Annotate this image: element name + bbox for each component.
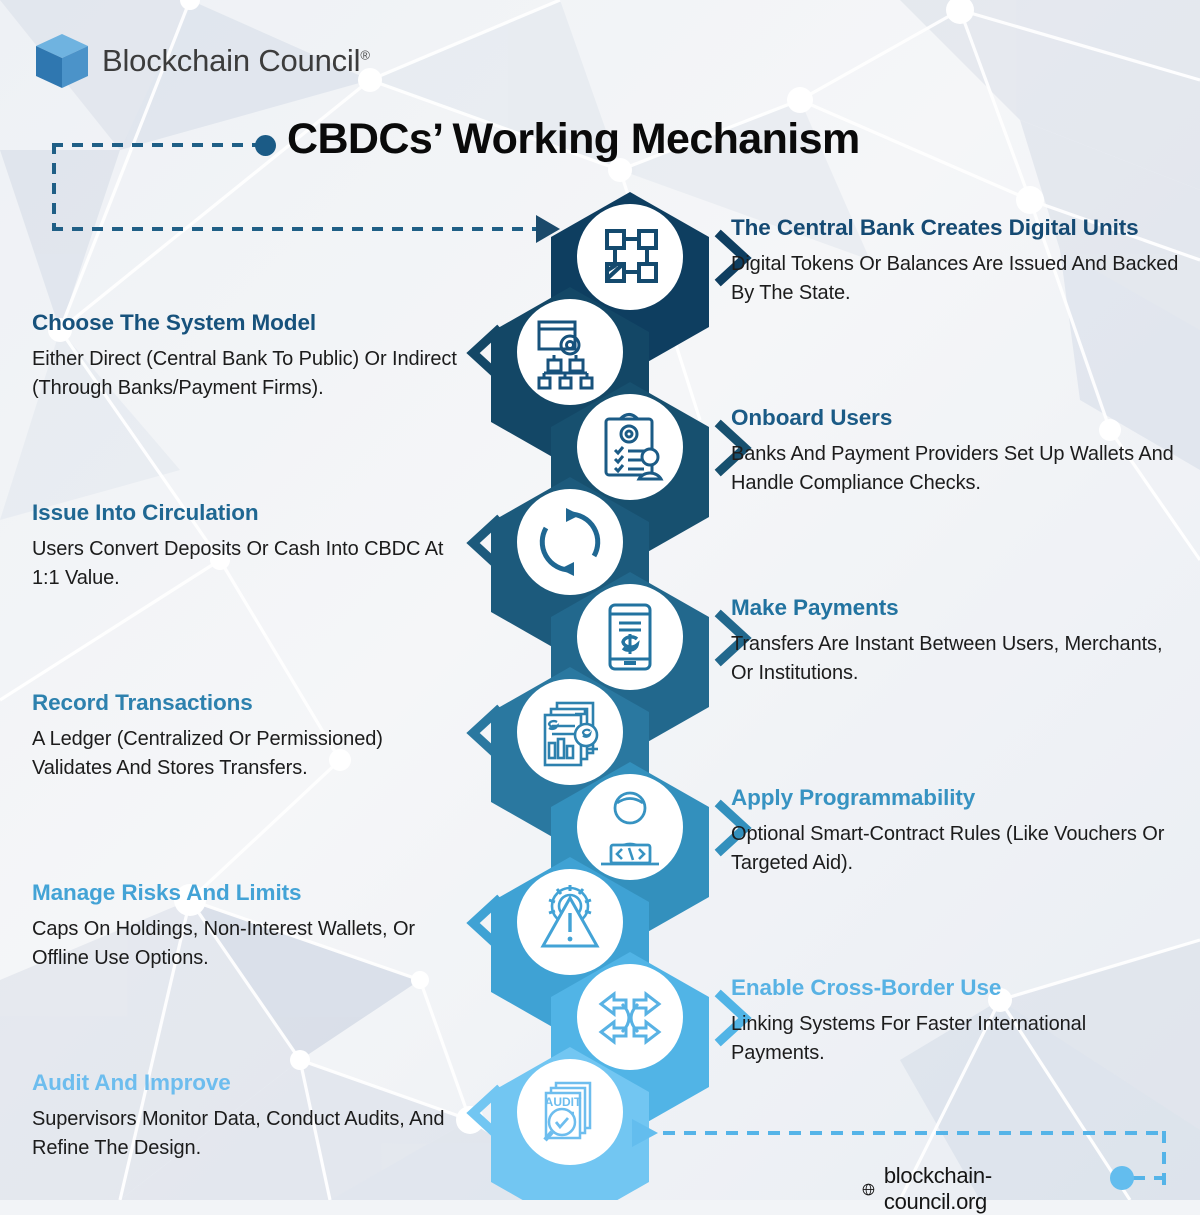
financial-documents-icon	[543, 701, 599, 767]
brand-logo[interactable]: Blockchain Council®	[34, 32, 370, 90]
step-title-2: Choose The System Model	[32, 310, 317, 335]
step-desc-2: Either Direct (Central Bank To Public) O…	[32, 348, 457, 399]
step-title-9: Enable Cross-Border Use	[731, 975, 1002, 1000]
chevron-right-icon	[714, 609, 752, 667]
footer-dashed-line-right	[1162, 1131, 1166, 1191]
step-desc-10: Supervisors Monitor Data, Conduct Audits…	[32, 1108, 445, 1159]
step-text-9: Enable Cross-Border Use Linking Systems …	[731, 974, 1183, 1067]
website-url-text: blockchain-council.org	[883, 1163, 992, 1214]
chevron-right-icon	[714, 799, 752, 857]
developer-code-icon	[601, 791, 659, 866]
chevron-left-icon	[466, 1084, 504, 1142]
step-title-1: The Central Bank Creates Digital Units	[731, 215, 1139, 240]
chevron-left-icon	[466, 704, 504, 762]
step-title-5: Make Payments	[731, 595, 899, 620]
registered-mark: ®	[360, 47, 370, 63]
step-text-4: Issue Into Circulation Users Convert Dep…	[32, 499, 462, 592]
warning-gear-risk-icon	[540, 885, 600, 948]
chevron-left-icon	[466, 894, 504, 952]
step-desc-7: Optional Smart-Contract Rules (Like Vouc…	[731, 823, 1165, 874]
step-desc-5: Transfers Are Instant Between Users, Mer…	[731, 633, 1163, 684]
brand-name-text: Blockchain Council	[102, 43, 361, 78]
chevron-right-icon	[714, 419, 752, 477]
brand-name: Blockchain Council®	[102, 43, 370, 79]
title-bullet-dot	[255, 135, 276, 156]
step-desc-1: Digital Tokens Or Balances Are Issued An…	[731, 253, 1179, 304]
step-title-8: Manage Risks And Limits	[32, 880, 302, 905]
circular-arrows-refresh-icon	[539, 508, 601, 576]
step-text-6: Record Transactions A Ledger (Centralize…	[32, 689, 462, 782]
step-desc-8: Caps On Holdings, Non-Interest Wallets, …	[32, 918, 415, 969]
step-text-7: Apply Programmability Optional Smart-Con…	[731, 784, 1183, 877]
globe-icon	[862, 1183, 875, 1195]
cube-icon	[36, 34, 88, 88]
page-title: CBDCs’ Working Mechanism	[287, 115, 860, 163]
step-desc-3: Banks And Payment Providers Set Up Walle…	[731, 443, 1174, 494]
footer-accent-dot	[1110, 1166, 1134, 1190]
dashed-line-top	[52, 143, 257, 147]
step-title-3: Onboard Users	[731, 405, 893, 430]
step-title-4: Issue Into Circulation	[32, 500, 259, 525]
cross-border-arrows-icon	[598, 990, 662, 1046]
step-desc-6: A Ledger (Centralized Or Permissioned) V…	[32, 728, 383, 779]
footer-dashed-line-top	[663, 1131, 1166, 1135]
chevron-pointers	[466, 229, 752, 1142]
chevron-right-icon	[714, 989, 752, 1047]
system-settings-diagram-icon	[537, 320, 594, 390]
dashed-line-left	[52, 143, 56, 231]
svg-text:AUDIT: AUDIT	[545, 1095, 582, 1109]
step-text-1: The Central Bank Creates Digital Units D…	[731, 214, 1183, 307]
step-text-10: Audit And Improve Supervisors Monitor Da…	[32, 1069, 462, 1162]
step-text-8: Manage Risks And Limits Caps On Holdings…	[32, 879, 462, 972]
website-link[interactable]: blockchain-council.org	[862, 1163, 1002, 1215]
chevron-right-icon	[714, 229, 752, 287]
network-nodes-icon	[605, 229, 658, 283]
dashed-line-connector	[52, 227, 542, 231]
hex-step-10[interactable]: AUDIT	[491, 1047, 649, 1200]
arrow-marker-bottom	[632, 1119, 658, 1147]
mobile-payment-dollar-icon	[608, 603, 652, 671]
audit-magnifier-icon: AUDIT	[543, 1081, 592, 1142]
step-desc-9: Linking Systems For Faster International…	[731, 1013, 1087, 1064]
step-title-10: Audit And Improve	[32, 1070, 231, 1095]
step-title-6: Record Transactions	[32, 690, 253, 715]
step-text-2: Choose The System Model Either Direct (C…	[32, 309, 462, 402]
step-text-3: Onboard Users Banks And Payment Provider…	[731, 404, 1183, 497]
clipboard-user-checklist-icon	[604, 413, 664, 481]
chevron-left-icon	[466, 514, 504, 572]
arrow-marker-top	[536, 215, 560, 243]
step-text-5: Make Payments Transfers Are Instant Betw…	[731, 594, 1183, 687]
step-title-7: Apply Programmability	[731, 785, 976, 810]
chevron-left-icon	[466, 324, 504, 382]
footer-dashed-line-bottom	[1112, 1176, 1166, 1180]
step-desc-4: Users Convert Deposits Or Cash Into CBDC…	[32, 538, 444, 589]
